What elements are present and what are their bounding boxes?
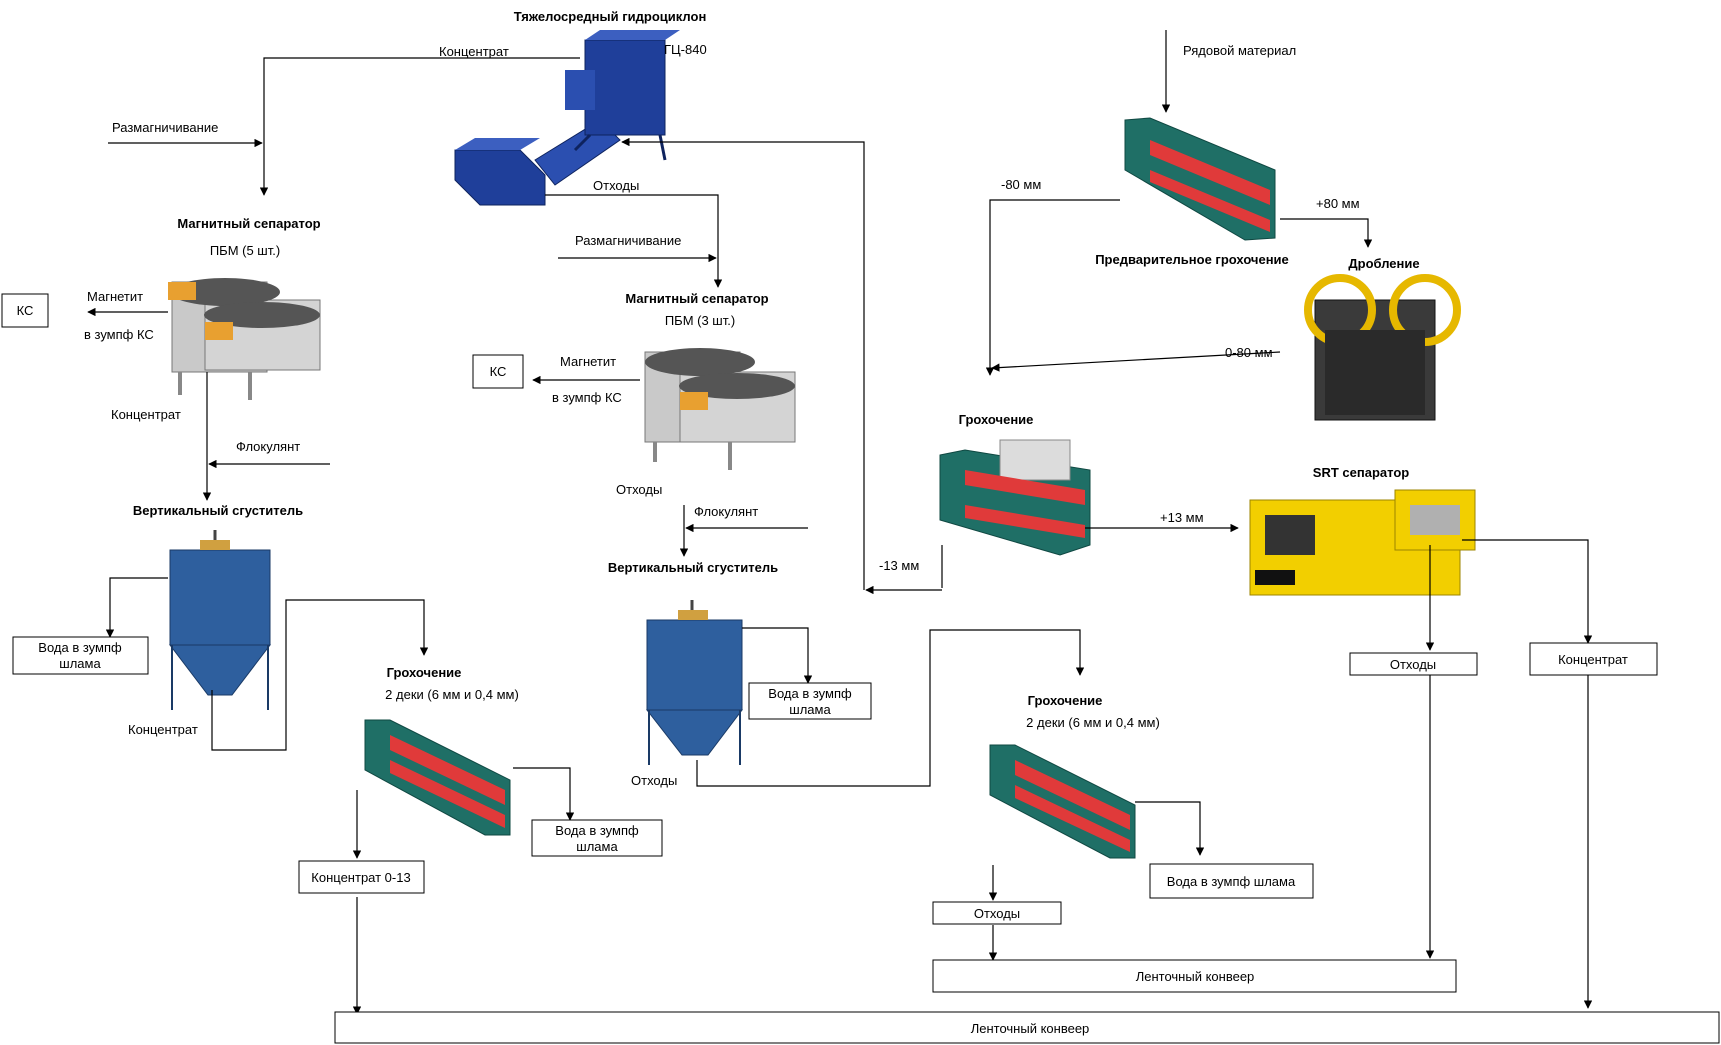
flow-tailings-hc: Отходы [593,178,639,193]
srt-title: SRT сепаратор [1313,465,1409,480]
screen-main-illustration [939,439,1091,556]
water-box-left: Вода в зумпф шлама [12,636,149,675]
ks-left-label: КС [17,303,34,318]
screen-mid-title: Грохочение [1028,693,1103,708]
crusher-title: Дробление [1348,256,1419,271]
mag-sep-left-flocculant: Флокулянт [236,439,300,454]
thickener-left-title: Вертикальный сгуститель [133,503,303,518]
screen-left-illustration [364,719,511,836]
flow-minus-80: -80 мм [1001,177,1041,192]
concentrate-0-13-label: Концентрат 0-13 [311,870,410,885]
thickener-left-concentrate: Концентрат [128,722,198,737]
conveyor-lower-box: Ленточный конвеер [334,1011,1720,1044]
concentrate-srt-box: Концентрат [1529,642,1658,676]
crusher-illustration [1304,274,1461,421]
water-left-line2: шлама [59,656,101,671]
mag-sep-mid-title: Магнитный сепаратор [625,291,768,306]
thickener-mid-title: Вертикальный сгуститель [608,560,778,575]
conveyor-lower-label: Ленточный конвеер [971,1021,1090,1036]
flow-plus-13: +13 мм [1160,510,1204,525]
flow-minus-13: -13 мм [879,558,919,573]
concentrate-0-13-box: Концентрат 0-13 [298,860,425,894]
magnetic-separator-left-illustration [168,278,321,400]
concentrate-srt-label: Концентрат [1558,652,1628,667]
mag-sep-left-magnetite: Магнетит [87,289,143,304]
tailings-screen-box: Отходы [932,901,1062,925]
pre-screen-illustration [1124,117,1276,241]
water-screen-line1: Вода в зумпф [555,823,639,838]
srt-separator-illustration [1249,489,1476,596]
magnetic-separator-middle-illustration [644,348,796,470]
thickener-left-illustration [168,530,272,710]
mag-sep-left-sump: в зумпф КС [84,327,154,342]
flow-concentrate-top: Концентрат [439,44,509,59]
water-left-line1: Вода в зумпф [38,640,122,655]
flow-0-80: 0-80 мм [1225,345,1273,360]
pre-screen-title: Предварительное грохочение [1095,252,1289,267]
mag-sep-left-model: ПБМ (5 шт.) [210,243,280,258]
hydrocyclone-illustration [454,30,680,206]
ks-middle-label: КС [490,364,507,379]
mag-sep-mid-sump: в зумпф КС [552,390,622,405]
thickener-middle-illustration [645,600,744,765]
mag-sep-left-title: Магнитный сепаратор [177,216,320,231]
water-box-middle: Вода в зумпф шлама [748,682,872,720]
screen-mid-subtitle: 2 деки (6 мм и 0,4 мм) [1026,715,1160,730]
mag-sep-mid-model: ПБМ (3 шт.) [665,313,735,328]
tailings-srt-box: Отходы [1349,652,1478,676]
flow-raw-material: Рядовой материал [1183,43,1296,58]
water-box-screen-left: Вода в зумпф шлама [531,819,663,857]
water-right-label: Вода в зумпф шлама [1167,874,1296,889]
water-mid-line1: Вода в зумпф [768,686,852,701]
screen-left-title: Грохочение [387,665,462,680]
ks-box-left: КС [1,293,49,328]
mag-sep-mid-flocculant: Флокулянт [694,504,758,519]
ks-box-middle: КС [472,354,524,389]
screen-middle-illustration [989,744,1136,859]
flow-demag-mid: Размагничивание [575,233,681,248]
thickener-mid-tailings: Отходы [631,773,677,788]
water-screen-line2: шлама [576,839,618,854]
conveyor-upper-box: Ленточный конвеер [932,959,1457,993]
flow-lines [87,30,1593,1015]
water-box-right: Вода в зумпф шлама [1149,863,1314,899]
mag-sep-mid-tailings: Отходы [616,482,662,497]
tailings-srt-label: Отходы [1390,657,1436,672]
hydrocyclone-model: ГЦ-840 [664,42,707,57]
flow-demag-left: Размагничивание [112,120,218,135]
water-mid-line2: шлама [789,702,831,717]
tailings-screen-label: Отходы [974,906,1020,921]
flow-plus-80: +80 мм [1316,196,1360,211]
hydrocyclone-title: Тяжелосредный гидроциклон [514,9,707,24]
mag-sep-mid-magnetite: Магнетит [560,354,616,369]
conveyor-upper-label: Ленточный конвеер [1136,969,1255,984]
screen-main-title: Грохочение [959,412,1034,427]
mag-sep-left-concentrate: Концентрат [111,407,181,422]
screen-left-subtitle: 2 деки (6 мм и 0,4 мм) [385,687,519,702]
